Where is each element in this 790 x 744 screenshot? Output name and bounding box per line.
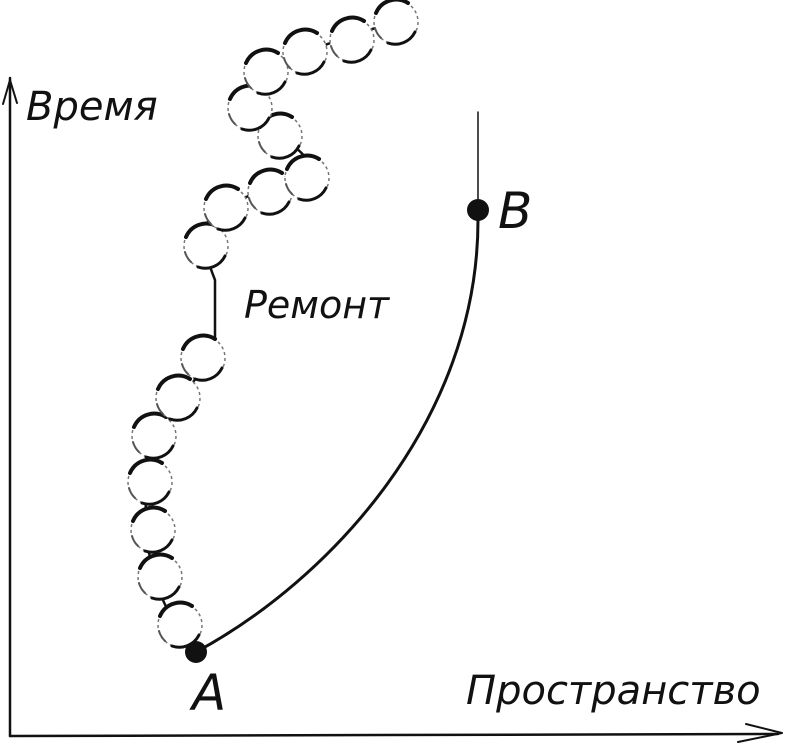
point-b-label: B — [498, 182, 532, 240]
point-a-dot — [185, 641, 207, 663]
wavy-worldline — [126, 0, 420, 654]
bead — [202, 183, 250, 233]
bead — [242, 47, 290, 97]
bead — [283, 153, 331, 203]
y-axis-label: Время — [26, 84, 158, 130]
bead — [154, 373, 202, 423]
bead — [372, 0, 420, 47]
bead — [156, 600, 204, 650]
x-axis-line — [8, 732, 780, 738]
bead — [179, 333, 227, 383]
bead — [281, 27, 329, 77]
bead — [328, 15, 376, 65]
y-axis-arrowhead — [2, 79, 18, 105]
point-a-label: A — [189, 664, 226, 722]
smooth-worldline — [194, 218, 480, 654]
x-axis-arrowhead — [737, 723, 783, 743]
bead — [129, 505, 177, 555]
bead — [126, 457, 174, 507]
bead — [136, 552, 184, 602]
axes — [2, 76, 783, 743]
x-axis-label: Пространство — [466, 668, 761, 714]
point-b-dot — [467, 199, 489, 221]
repair-annotation: Ремонт — [244, 283, 391, 327]
